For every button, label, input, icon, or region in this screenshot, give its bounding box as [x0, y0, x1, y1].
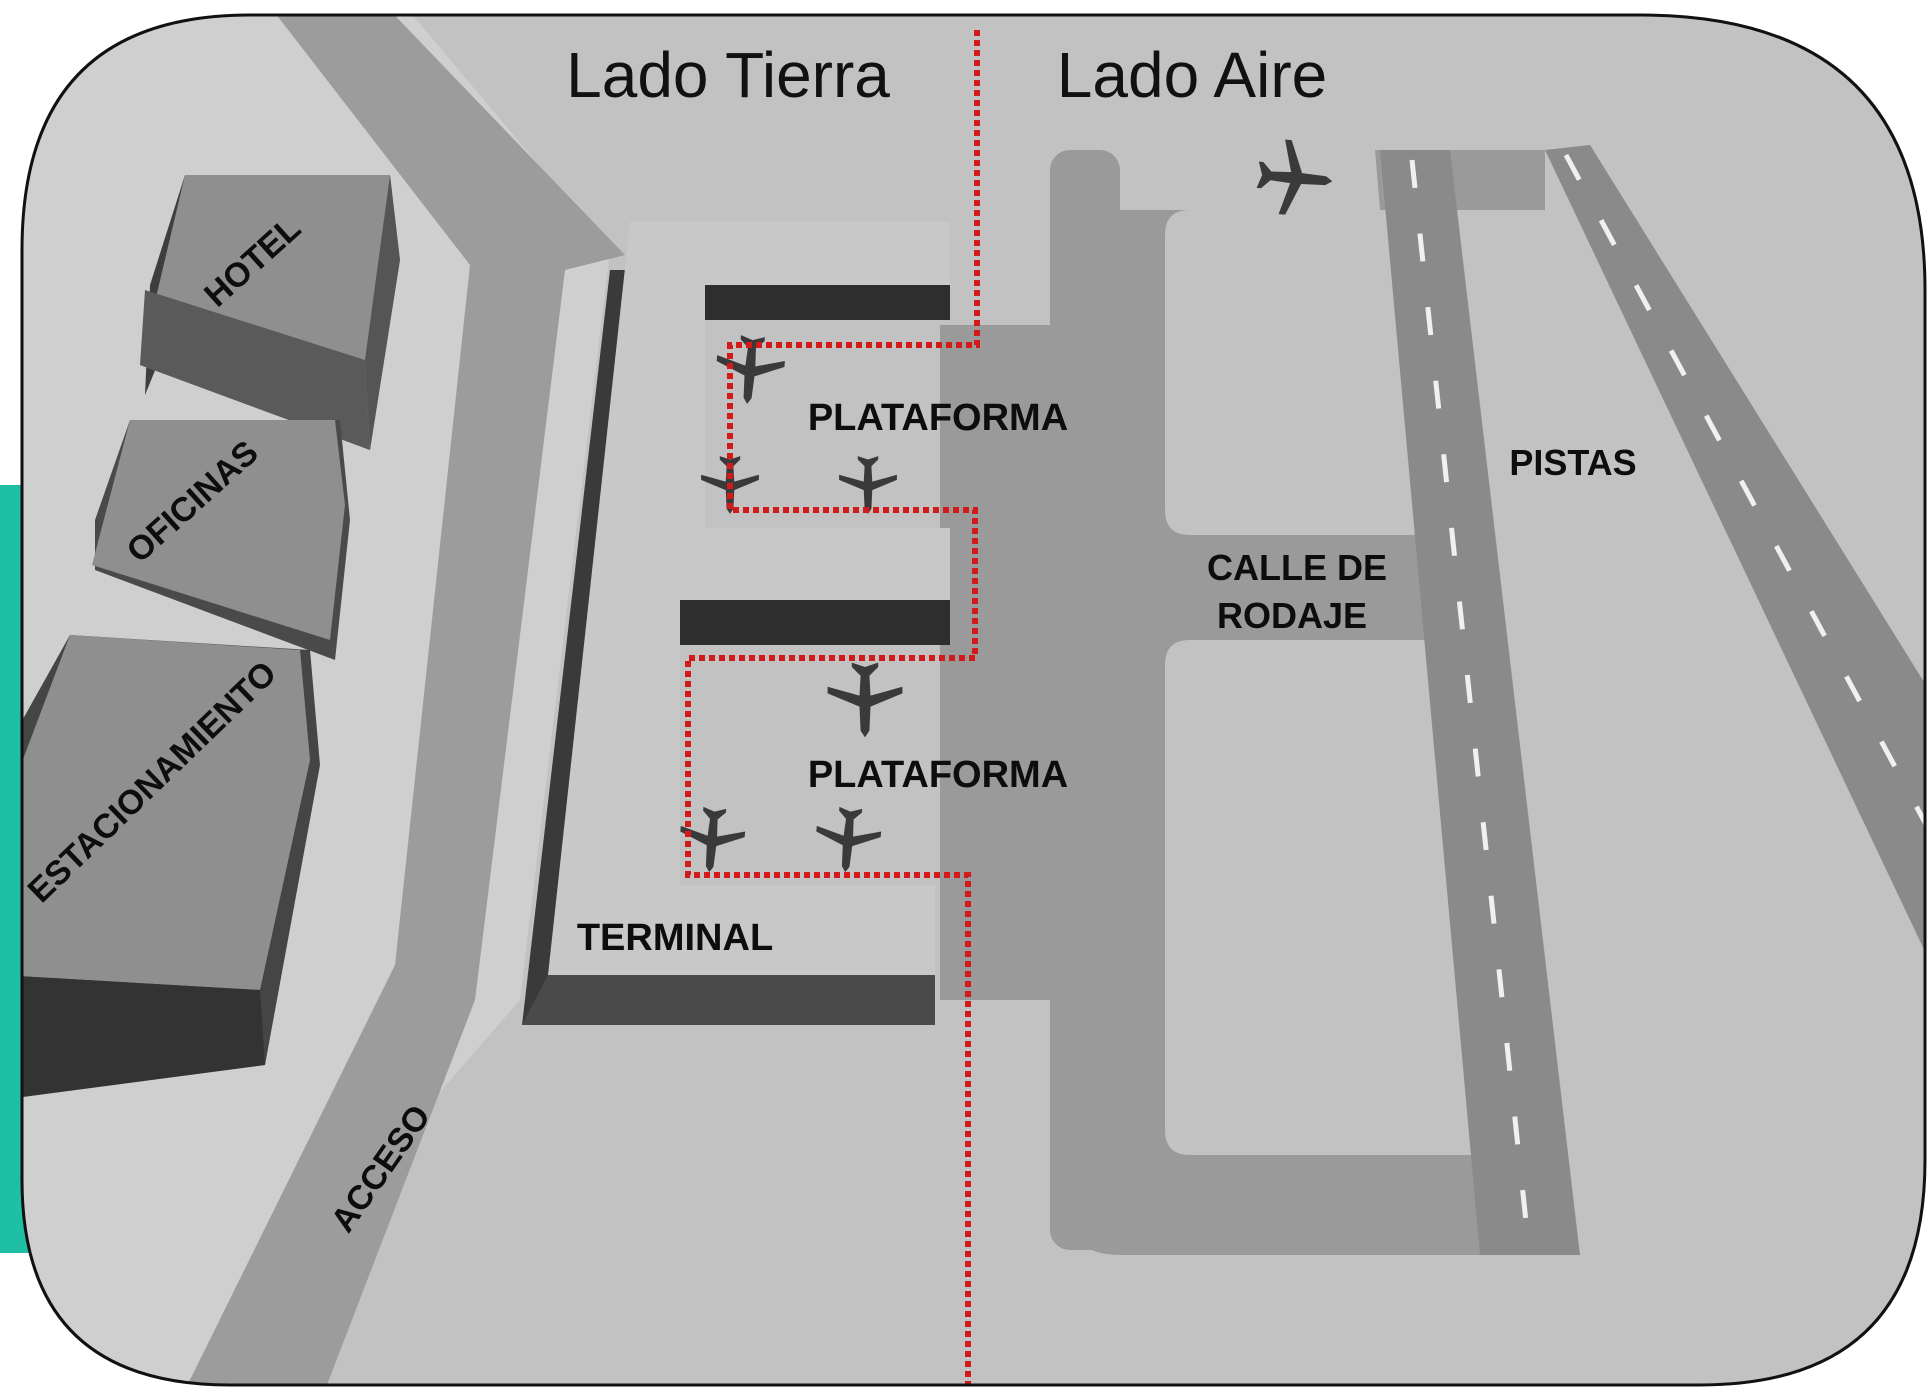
airside-title: Lado Aire	[1057, 39, 1327, 111]
hotel-building	[140, 175, 400, 450]
taxiway-left-edge	[1050, 150, 1120, 1250]
runway-main-centerline	[1409, 159, 1531, 1241]
calle-de-rodaje-label-line2: RODAJE	[1217, 595, 1367, 636]
runway-outer-centerline	[1563, 153, 1925, 832]
plataforma-label-lower: PLATAFORMA	[808, 754, 1068, 796]
terminal-building	[522, 222, 950, 1025]
terminal-label: TERMINAL	[577, 917, 773, 959]
access-road	[185, 15, 625, 1385]
pistas-label: PISTAS	[1509, 442, 1636, 483]
landside-title: Lado Tierra	[566, 39, 890, 111]
plataforma-label-upper: PLATAFORMA	[808, 397, 1068, 439]
runway-outer	[1545, 145, 1925, 960]
landside-airside-boundary	[685, 30, 980, 1385]
oficinas-building	[92, 420, 350, 660]
diagram-frame	[20, 13, 1927, 1387]
estacionamiento-building	[22, 635, 320, 1100]
runway-main	[1380, 150, 1580, 1255]
calle-de-rodaje-label-line1: CALLE DE	[1207, 547, 1387, 588]
